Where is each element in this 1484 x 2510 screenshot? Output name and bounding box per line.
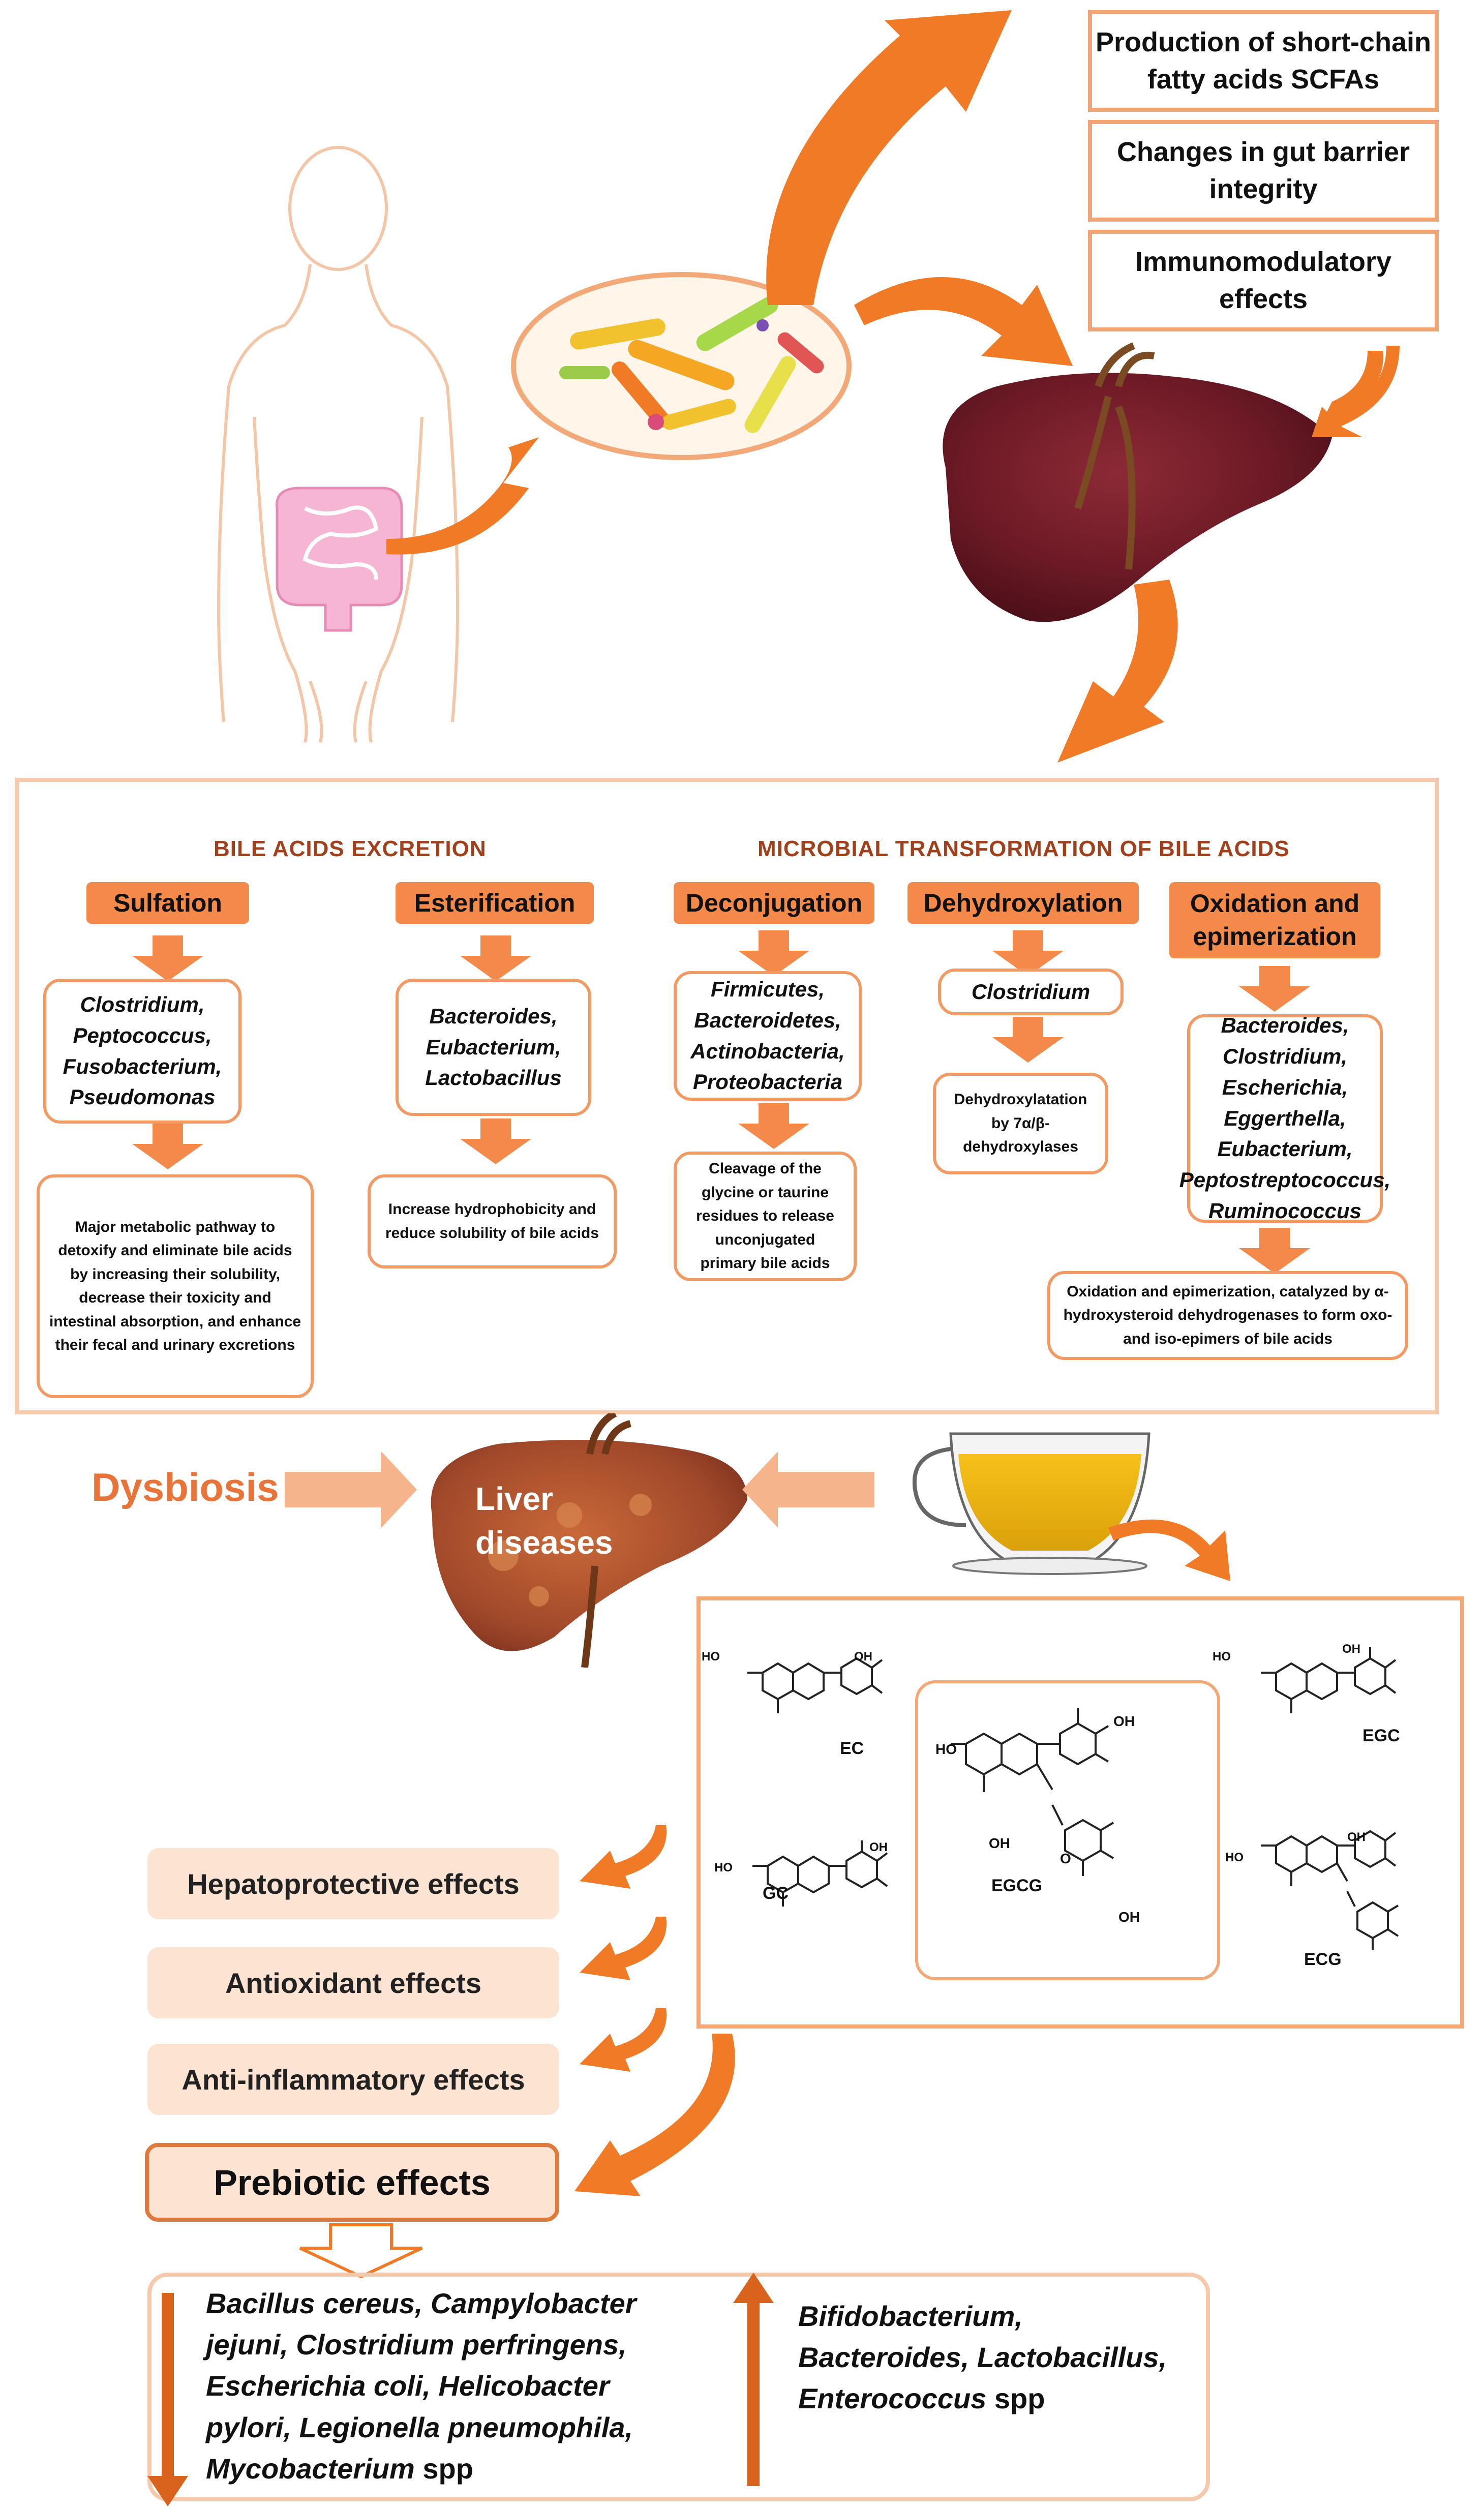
atom-label: O: [1060, 1851, 1071, 1866]
middle-illustration: [285, 1413, 1230, 1668]
egcg-molecule: [951, 1708, 1114, 1876]
dysbiosis-label: Dysbiosis: [92, 1465, 279, 1509]
header-esterification: Esterification: [396, 882, 594, 924]
outcome-barrier-box: Changes in gut barrier integrity: [1088, 120, 1439, 222]
arrow-dysbiosis: [285, 1451, 417, 1528]
decreased-bacteria-names: Bacillus cereus, Campylobacter jejuni, C…: [206, 2287, 637, 2485]
atom-label: OH: [989, 1835, 1010, 1851]
bacteria-dehydroxylation: Clostridium: [938, 969, 1124, 1015]
atom-label: HO: [702, 1650, 720, 1664]
outcome-scfa-text: Production of short-chain fatty acids SC…: [1096, 27, 1431, 95]
outcome-immuno-box: Immunomodulatory effects: [1088, 230, 1439, 331]
arrow-tea: [742, 1451, 874, 1528]
header-deconjugation: Deconjugation: [674, 882, 874, 924]
egc-molecule: [1261, 1647, 1397, 1713]
bacteria-oxidation: Bacteroides, Clostridium, Escherichia, E…: [1179, 1013, 1391, 1223]
effect-antiinflammatory: Anti-inflammatory effects: [147, 2044, 559, 2115]
desc-dehydroxylation: Dehydroxylatation by 7α/β-dehydroxylases: [933, 1073, 1108, 1174]
outcome-scfa-box: Production of short-chain fatty acids SC…: [1088, 10, 1439, 112]
egcg-frame: [915, 1680, 1220, 1980]
atom-label: HO: [935, 1741, 957, 1757]
bile-acid-panel: [15, 778, 1439, 1414]
effect-antioxidant: Antioxidant effects: [147, 1947, 559, 2018]
gc-molecule: [752, 1840, 888, 1907]
atom-label: OH: [1118, 1909, 1140, 1925]
decrease-arrow-icon: [147, 2293, 188, 2506]
label-ecg: ECG: [1304, 1950, 1342, 1969]
atom-label: HO: [714, 1861, 733, 1874]
atom-label: HO: [1213, 1650, 1231, 1664]
atom-label: OH: [854, 1650, 872, 1664]
ecg-molecule: [1261, 1830, 1399, 1950]
transformation-title: MICROBIAL TRANSFORMATION OF BILE ACIDS: [758, 836, 1290, 861]
desc-esterification: Increase hydrophobicity and reduce solub…: [368, 1174, 617, 1268]
header-oxidation: Oxidation and epimerization: [1169, 882, 1380, 958]
effect-prebiotic: Prebiotic effects: [145, 2143, 559, 2222]
atom-label: OH: [1347, 1830, 1366, 1844]
atom-label: HO: [1225, 1851, 1244, 1864]
desc-sulfation: Major metabolic pathway to detoxify and …: [37, 1174, 314, 1398]
green-tea-cup-icon: [912, 1432, 1150, 1575]
label-egcg: EGCG: [991, 1876, 1043, 1895]
bacteria-deconjugation: Firmicutes, Bacteroidetes, Actinobacteri…: [674, 971, 862, 1101]
increased-spp: spp: [994, 2382, 1045, 2415]
desc-deconjugation: Cleavage of the glycine or taurine resid…: [674, 1152, 857, 1281]
atom-label: OH: [1342, 1642, 1360, 1656]
decreased-spp: spp: [422, 2452, 473, 2485]
desc-oxidation: Oxidation and epimerization, catalyzed b…: [1047, 1271, 1408, 1360]
header-sulfation: Sulfation: [86, 882, 249, 924]
label-ec: EC: [840, 1739, 864, 1758]
effect-arrows: [574, 1825, 735, 2196]
atom-label: OH: [1113, 1713, 1135, 1729]
header-dehydroxylation: Dehydroxylation: [907, 882, 1139, 924]
increase-arrow-icon: [733, 2273, 774, 2486]
excretion-title: BILE ACIDS EXCRETION: [214, 836, 487, 861]
label-egc: EGC: [1362, 1726, 1400, 1745]
catechin-panel: [696, 1596, 1464, 2029]
bacteria-esterification: Bacteroides, Eubacterium, Lactobacillus: [396, 979, 591, 1116]
intestine-icon: [276, 487, 403, 632]
label-gc: GC: [763, 1884, 789, 1903]
hollow-down-arrow: [299, 2223, 423, 2279]
human-body-icon: [217, 146, 460, 743]
decreased-bacteria: Bacillus cereus, Campylobacter jejuni, C…: [206, 2283, 694, 2489]
top-illustration: [217, 10, 1400, 763]
bacteria-sulfation: Clostridium, Peptococcus, Fusobacterium,…: [43, 979, 241, 1124]
prebiotic-bacteria-panel: [147, 2273, 1210, 2501]
increased-bacteria: Bifidobacterium, Bacteroides, Lactobacil…: [798, 2295, 1195, 2420]
outcome-immuno-text: Immunomodulatory effects: [1135, 247, 1391, 314]
gut-bacteria-icon: [511, 272, 852, 460]
diseased-liver-icon: [431, 1413, 747, 1668]
outcome-barrier-text: Changes in gut barrier integrity: [1116, 137, 1410, 204]
ec-molecule: [747, 1657, 883, 1713]
liver-icon: [943, 342, 1332, 622]
effect-hepatoprotective: Hepatoprotective effects: [147, 1848, 559, 1919]
atom-label: OH: [869, 1840, 888, 1854]
catechin-structures: [747, 1647, 1399, 1950]
arrow-to-molecules: [1108, 1519, 1230, 1581]
flow-arrows: [386, 10, 1383, 763]
arrow-to-liver: [1324, 345, 1400, 431]
increased-bacteria-names: Bifidobacterium, Bacteroides, Lactobacil…: [798, 2300, 1167, 2415]
trend-arrows: [147, 2273, 774, 2506]
liver-diseases-label: Liver diseases: [475, 1480, 613, 1561]
